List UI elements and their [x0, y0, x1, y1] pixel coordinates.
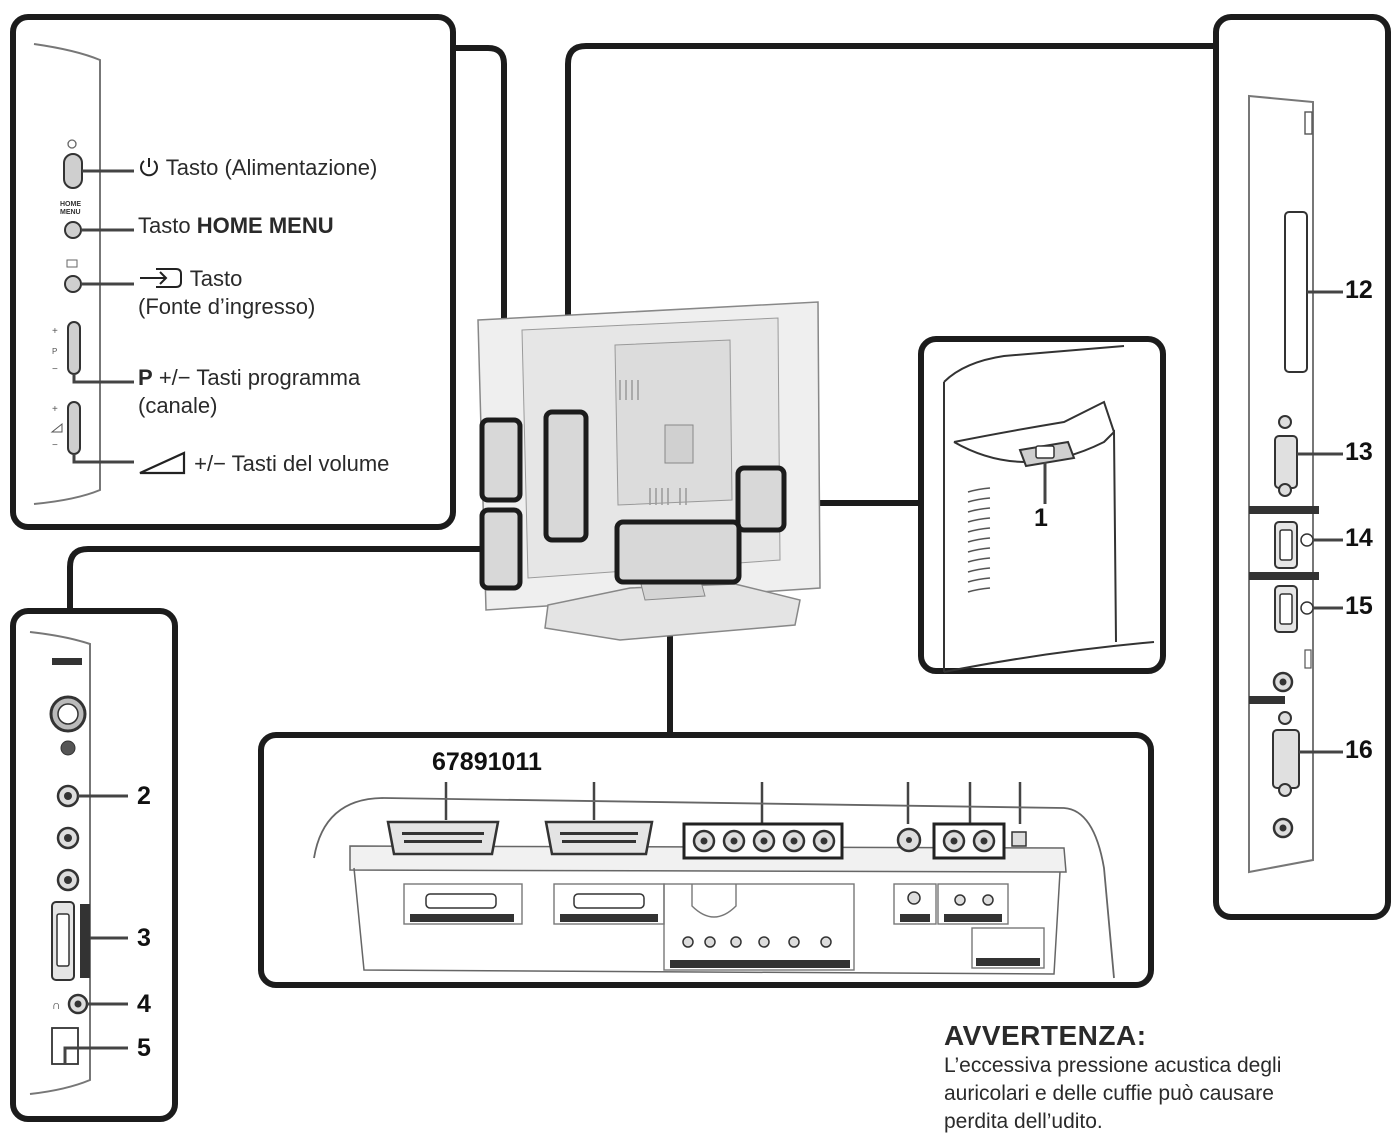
- power-socket-number: 1: [1034, 504, 1048, 532]
- input-source-icon: [138, 267, 184, 289]
- volume-signs: +/−: [194, 451, 226, 476]
- volume-buttons-label: +/− Tasti del volume: [138, 450, 389, 478]
- rear-terminals-panel: 67891011: [258, 732, 1154, 988]
- warning-block: AVVERTENZA: L’eccessiva pressione acusti…: [944, 1020, 1384, 1136]
- input-source-label: Tasto (Fonte d’ingresso): [138, 265, 315, 321]
- input-source-line1: Tasto: [189, 266, 243, 291]
- warning-line-1: L’eccessiva pressione acustica degli: [944, 1054, 1282, 1077]
- warning-title: AVVERTENZA:: [944, 1020, 1147, 1051]
- home-menu-label: Tasto HOME MENU: [138, 212, 334, 240]
- controls-panel-drawing: HOME MENU + P − + −: [33, 43, 134, 505]
- headphone-icon: ∩: [52, 998, 61, 1012]
- svg-text:+: +: [52, 404, 58, 415]
- home-menu-name: HOME MENU: [196, 213, 334, 238]
- power-socket-panel: 1: [918, 336, 1166, 674]
- connector-top-right: [565, 43, 1218, 432]
- side-number-2: 2: [137, 782, 151, 810]
- svg-text:+: +: [52, 326, 58, 337]
- right-number-16: 16: [1345, 736, 1373, 764]
- right-number-13: 13: [1345, 438, 1373, 466]
- warning-line-3: perdita dell’udito.: [944, 1110, 1103, 1133]
- power-icon: [138, 156, 160, 178]
- svg-text:HOME: HOME: [60, 201, 81, 208]
- right-number-14: 14: [1345, 524, 1373, 552]
- volume-line1: Tasti del volume: [231, 451, 390, 476]
- right-number-12: 12: [1345, 276, 1373, 304]
- power-button-label: Tasto (Alimentazione): [138, 154, 377, 182]
- side-number-5: 5: [137, 1034, 151, 1062]
- svg-text:−: −: [52, 364, 58, 375]
- input-source-line2: (Fonte d’ingresso): [138, 294, 316, 319]
- warning-line-2: auricolari e delle cuffie può causare: [944, 1082, 1274, 1105]
- side-number-3: 3: [137, 924, 151, 952]
- right-terminals-drawing: [1248, 94, 1343, 874]
- controls-panel: HOME MENU + P − + − Tasto (Alimentazione…: [10, 14, 456, 530]
- side-terminals-panel: ∩ 2 3 4 5: [10, 608, 178, 1122]
- program-line1: Tasti programma: [196, 365, 361, 390]
- program-signs: +/−: [158, 365, 191, 390]
- volume-icon: [138, 451, 188, 475]
- program-line2: (canale): [138, 393, 218, 418]
- program-name: P: [138, 365, 153, 390]
- side-number-4: 4: [137, 990, 151, 1018]
- power-socket-drawing: [943, 345, 1155, 673]
- tv-rear-illustration: [477, 301, 821, 641]
- right-terminals-panel: 12 13 14 15 16: [1213, 14, 1391, 920]
- home-menu-prefix: Tasto: [138, 213, 191, 238]
- side-terminals-drawing: [29, 631, 128, 1095]
- program-buttons-label: P +/− Tasti programma (canale): [138, 364, 360, 420]
- power-prefix: Tasto: [165, 155, 219, 180]
- right-number-15: 15: [1345, 592, 1373, 620]
- rear-terminals-drawing: [313, 782, 1115, 979]
- connector-left-side: [67, 546, 480, 612]
- svg-text:−: −: [52, 440, 58, 451]
- connector-top-left: [452, 45, 507, 432]
- svg-text:P: P: [52, 347, 57, 356]
- svg-text:MENU: MENU: [60, 209, 81, 216]
- rear-terminal-numbers: 67891011: [432, 748, 542, 776]
- power-desc: (Alimentazione): [224, 155, 378, 180]
